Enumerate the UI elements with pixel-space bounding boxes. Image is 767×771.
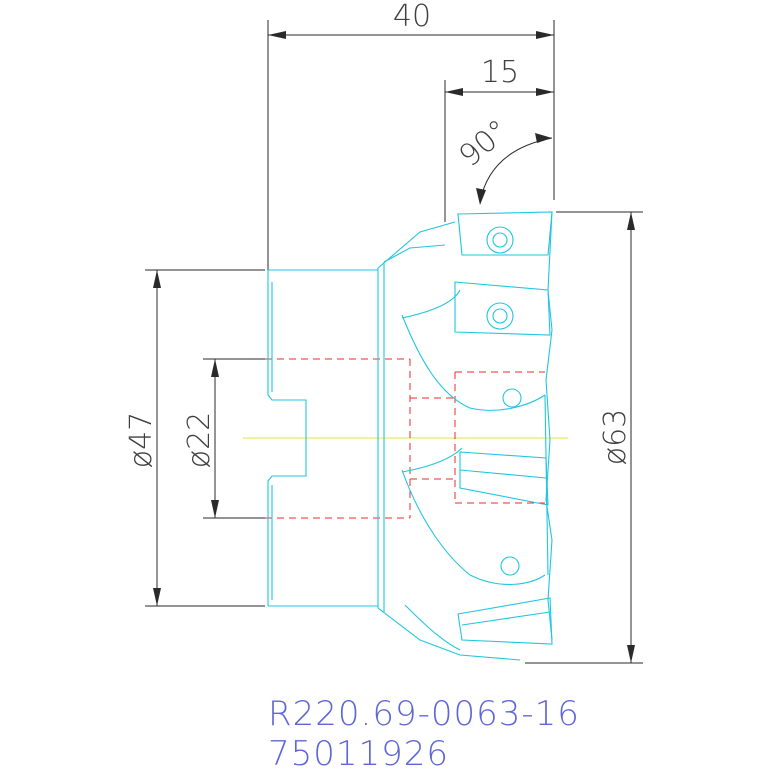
coolant-hole-lower: [500, 556, 520, 576]
coolant-hole-upper: [502, 388, 522, 408]
dimension-overall-length: 40: [267, 0, 555, 270]
insert-middle: [459, 451, 549, 506]
angle-label: 90°: [453, 113, 516, 174]
dimension-bore-diameter: ø22: [182, 358, 265, 519]
cutting-diameter-label: ø63: [598, 409, 633, 466]
bore-diameter-label: ø22: [182, 412, 217, 469]
insert-top: [457, 211, 553, 256]
insert-upper: [454, 281, 551, 336]
item-number: 75011926: [268, 734, 449, 767]
insert-length-label: 15: [481, 55, 519, 90]
dimension-insert-length: 15: [444, 55, 554, 222]
insert-bottom: [457, 597, 553, 645]
overall-length-label: 40: [393, 0, 431, 34]
dimension-cutting-diameter: ø63: [525, 211, 643, 664]
dimension-shank-diameter: ø47: [124, 269, 265, 607]
shank-diameter-label: ø47: [124, 412, 159, 469]
tool-body-outline: [267, 211, 553, 661]
product-code: R220.69-0063-16: [268, 694, 580, 734]
dimension-angle: 90°: [453, 113, 553, 205]
hidden-bore-lines: [265, 358, 545, 519]
